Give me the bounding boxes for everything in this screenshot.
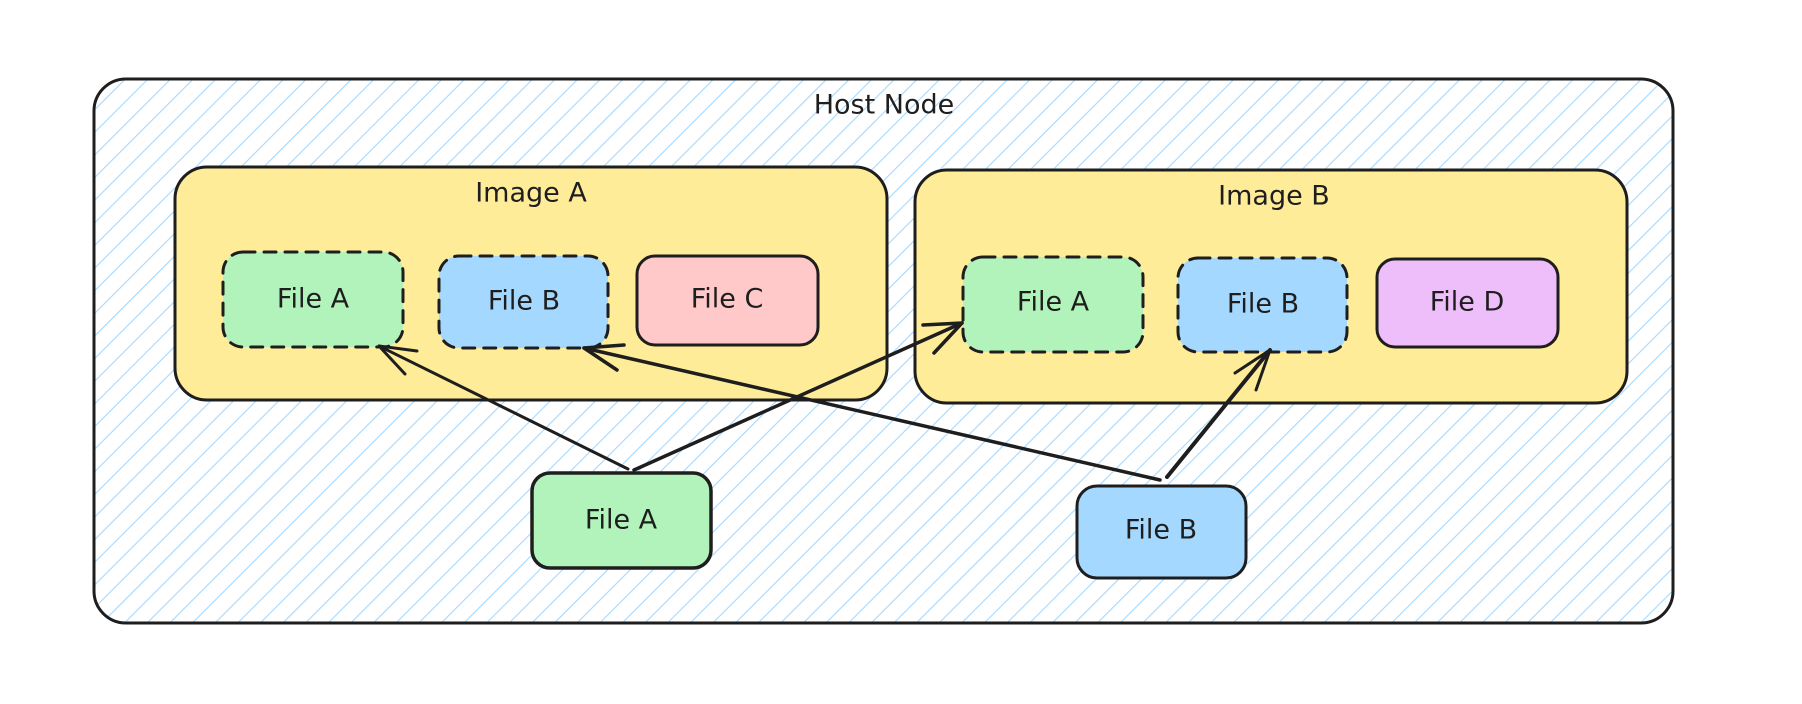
image-a-file-c[interactable]: File C [635, 254, 820, 347]
file-label: File A [1017, 287, 1090, 318]
host-file-a[interactable]: File A [530, 471, 713, 570]
file-label: File B [1227, 289, 1299, 320]
arrow-shaft [1165, 348, 1272, 479]
file-box [1075, 484, 1248, 580]
arrow-host-file-b-to-image-a-file-b[interactable] [582, 343, 1162, 482]
arrow-host-file-a-to-image-a-file-a[interactable] [377, 344, 630, 471]
arrow-shaft [582, 346, 1162, 482]
image-b-file-a[interactable]: File A [961, 255, 1145, 354]
file-box [961, 255, 1145, 354]
image-a-file-a[interactable]: File A [221, 250, 405, 349]
file-box [1176, 256, 1349, 354]
file-box [437, 254, 610, 350]
image-b[interactable]: Image B File A File B File D [913, 168, 1629, 405]
file-label: File B [1125, 515, 1197, 546]
arrowhead-icon [921, 321, 964, 355]
file-label: File D [1430, 287, 1505, 318]
arrow-host-file-b-to-image-b-file-b[interactable] [1165, 348, 1272, 479]
file-label: File A [277, 284, 350, 315]
file-box [1375, 257, 1560, 349]
file-label: File A [585, 505, 658, 536]
file-box [635, 254, 820, 347]
host-node-border [92, 77, 1675, 625]
arrowhead-icon [1233, 348, 1272, 392]
host-node-title: Host Node [814, 90, 955, 121]
file-label: File B [488, 286, 560, 317]
image-b-file-d[interactable]: File D [1375, 257, 1560, 349]
image-b-file-b[interactable]: File B [1176, 256, 1349, 354]
arrowhead-icon [377, 344, 419, 376]
image-a-file-b[interactable]: File B [437, 254, 610, 350]
image-b-title: Image B [1218, 181, 1330, 212]
arrows [377, 321, 1272, 482]
arrow-shaft [377, 344, 630, 471]
image-a[interactable]: Image A File A File B File C [173, 165, 889, 402]
file-label: File C [691, 284, 764, 315]
image-a-title: Image A [475, 178, 587, 209]
host-file-b[interactable]: File B [1075, 484, 1248, 580]
file-box [221, 250, 405, 349]
arrowhead-icon [582, 343, 626, 372]
file-box [530, 471, 713, 570]
